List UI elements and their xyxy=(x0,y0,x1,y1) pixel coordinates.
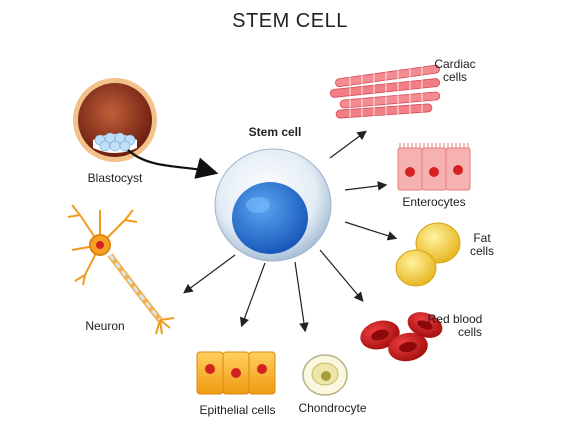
stem-cell-illustration xyxy=(214,148,332,262)
cardiac-label-line2: cells xyxy=(442,70,467,84)
fat-cells-label: Fat cells xyxy=(462,232,502,258)
red-blood-label-line1: Red blood xyxy=(427,312,483,326)
fat-cells-illustration xyxy=(395,222,461,287)
enterocytes-illustration xyxy=(397,143,471,191)
differentiation-arrows xyxy=(183,130,398,333)
epithelial-cells-illustration xyxy=(196,351,276,395)
red-blood-cells-label: Red blood cells xyxy=(420,313,490,339)
cardiac-label-line1: Cardiac xyxy=(434,57,476,71)
enterocytes-label: Enterocytes xyxy=(402,195,466,209)
neuron-illustration xyxy=(67,204,175,335)
blastocyst-illustration xyxy=(73,78,219,179)
cardiac-cells-illustration xyxy=(329,64,441,119)
chondrocyte-label: Chondrocyte xyxy=(298,401,367,415)
neuron-label: Neuron xyxy=(85,319,125,333)
red-blood-cells-illustration xyxy=(360,312,443,362)
chondrocyte-illustration xyxy=(302,354,348,396)
diagram-title: STEM CELL xyxy=(232,10,348,32)
fat-label-line1: Fat xyxy=(473,231,491,245)
cardiac-cells-label: Cardiac cells xyxy=(430,58,480,84)
red-blood-label-line2: cells xyxy=(457,325,482,339)
stem-cell-label: Stem cell xyxy=(248,125,302,139)
blastocyst-label: Blastocyst xyxy=(87,171,143,185)
fat-label-line2: cells xyxy=(469,244,494,258)
epithelial-cells-label: Epithelial cells xyxy=(199,403,276,417)
